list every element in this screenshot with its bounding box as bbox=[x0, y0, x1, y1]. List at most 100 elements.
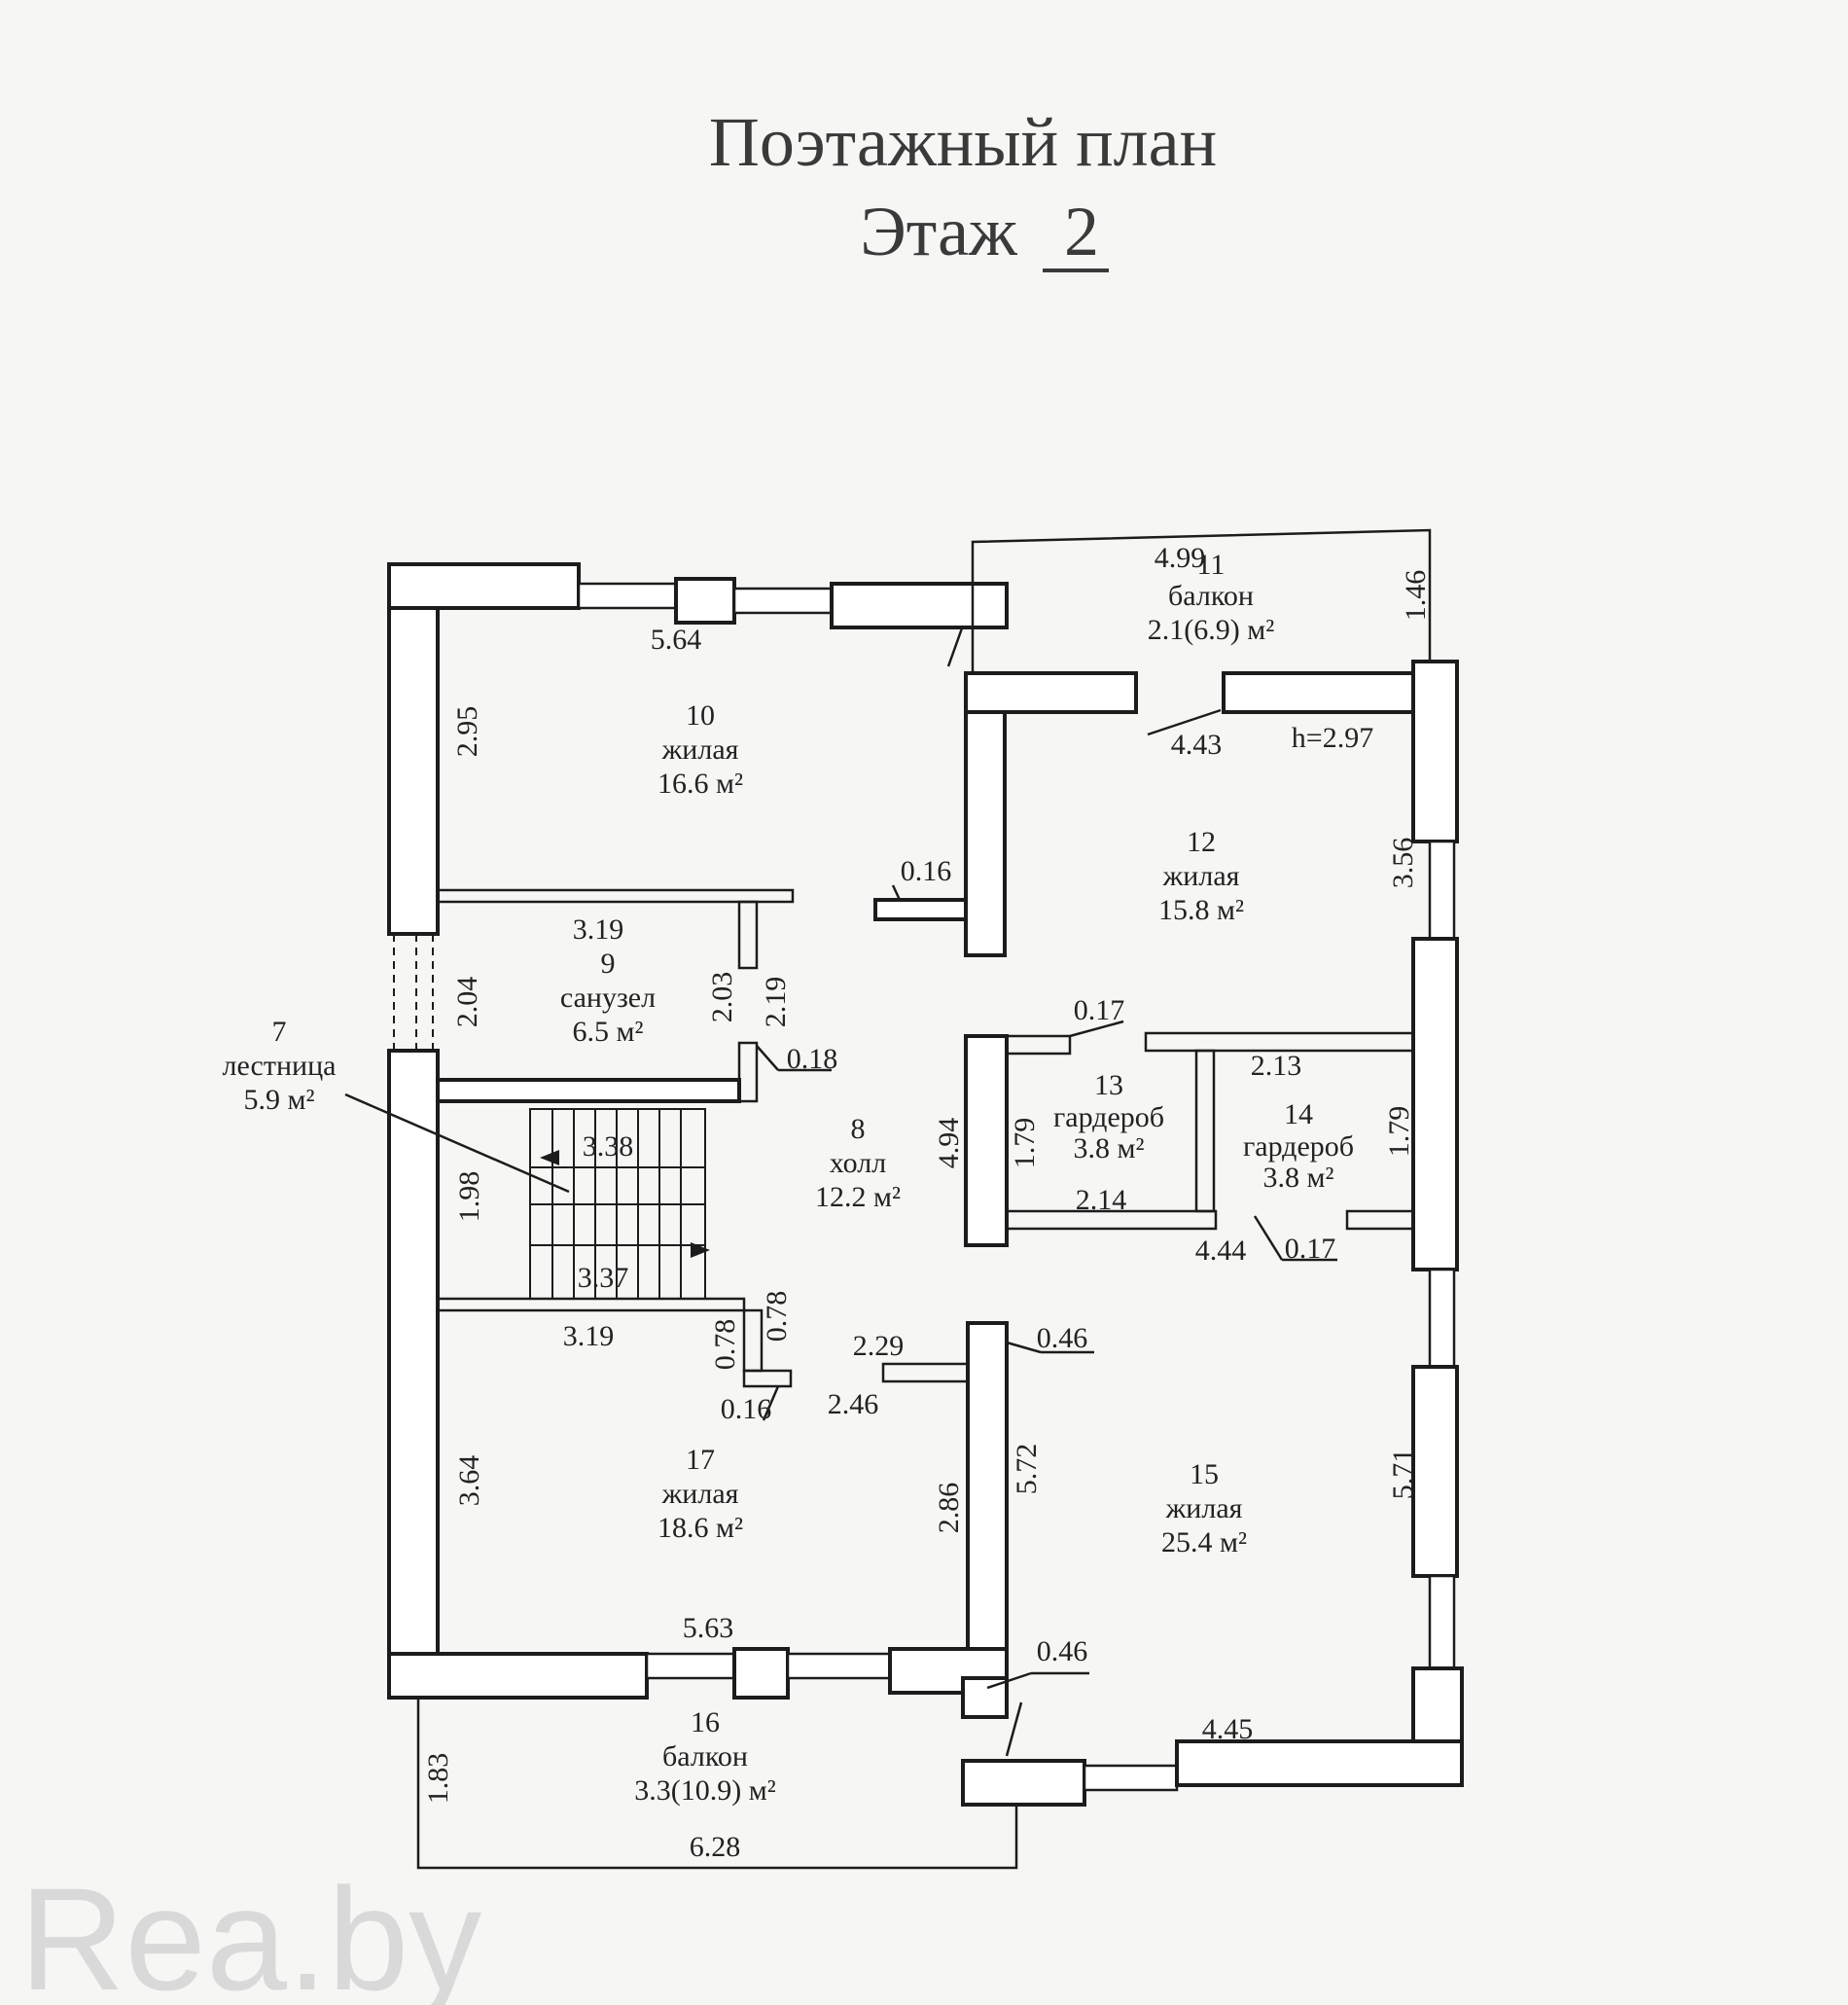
wall-9-stub bbox=[737, 900, 759, 970]
floor-label: Этаж bbox=[860, 193, 1018, 270]
watermark-logo: Rea.by bbox=[19, 1857, 481, 2005]
dim-572: 5.72 bbox=[1011, 1444, 1043, 1495]
room-8-number: 8 bbox=[851, 1113, 866, 1145]
wall-bottom-right-2 bbox=[1175, 1739, 1464, 1787]
wall-bottom-right-1 bbox=[961, 1759, 1086, 1807]
balcony-16-outline bbox=[416, 1698, 1018, 1870]
room-17: 17 жилая 18.6 м² bbox=[657, 1444, 743, 1544]
wall-13-top-stub bbox=[1005, 1034, 1072, 1056]
room-12-type: жилая bbox=[1162, 860, 1240, 892]
wall-top-1 bbox=[387, 562, 581, 610]
wall-14-bottom-stub bbox=[1345, 1209, 1415, 1231]
room-9-number: 9 bbox=[601, 948, 616, 980]
room-12-number: 12 bbox=[1187, 826, 1216, 858]
wall-13-left bbox=[964, 1034, 1009, 1247]
wall-17-stub-foot bbox=[742, 1369, 793, 1388]
room-9-area: 6.5 м² bbox=[573, 1016, 644, 1048]
leader-lines bbox=[344, 625, 1337, 1757]
wall-bottom-pier bbox=[732, 1647, 790, 1700]
room-8-area: 12.2 м² bbox=[815, 1181, 901, 1213]
room-11-type: балкон bbox=[1168, 580, 1254, 612]
room-11: 11 балкон 2.1(6.9) м² bbox=[1148, 549, 1274, 646]
room-15: 15 жилая 25.4 м² bbox=[1161, 1458, 1247, 1558]
window-right-1 bbox=[1428, 840, 1456, 941]
room-17-type: жилая bbox=[661, 1478, 739, 1510]
room-16-number: 16 bbox=[691, 1706, 720, 1738]
dim-018: 0.18 bbox=[787, 1043, 838, 1075]
room-10-type: жилая bbox=[661, 734, 739, 766]
window-bottom-3 bbox=[1083, 1764, 1179, 1792]
room-7-area: 5.9 м² bbox=[244, 1084, 315, 1116]
room-7-number: 7 bbox=[272, 1016, 287, 1048]
wall-right-2 bbox=[1411, 937, 1459, 1271]
dim-286: 2.86 bbox=[933, 1483, 965, 1534]
room-9: 9 санузел 6.5 м² bbox=[560, 948, 656, 1048]
room-8-type: холл bbox=[830, 1147, 886, 1179]
window-top-1 bbox=[577, 582, 678, 610]
dim-246: 2.46 bbox=[828, 1388, 879, 1420]
wall-stair-bottom bbox=[436, 1297, 746, 1312]
room-8: 8 холл 12.2 м² bbox=[815, 1113, 901, 1213]
room-10-area: 16.6 м² bbox=[657, 768, 743, 800]
dim-319b: 3.19 bbox=[563, 1320, 615, 1352]
dim-319a: 3.19 bbox=[573, 913, 624, 946]
room-15-area: 25.4 м² bbox=[1161, 1526, 1247, 1558]
room-15-type: жилая bbox=[1165, 1492, 1243, 1524]
room-10: 10 жилая 16.6 м² bbox=[657, 699, 743, 800]
plan-title: Поэтажный план bbox=[709, 103, 1217, 181]
wall-bottom-1 bbox=[387, 1652, 649, 1700]
wall-17-15 bbox=[966, 1321, 1009, 1651]
room-13-number: 13 bbox=[1094, 1069, 1123, 1101]
dim-628: 6.28 bbox=[690, 1831, 741, 1863]
dim-563: 5.63 bbox=[683, 1612, 734, 1644]
wall-9-bottom bbox=[436, 1078, 741, 1103]
room-7: 7 лестница 5.9 м² bbox=[223, 1016, 337, 1116]
room-16-type: балкон bbox=[662, 1740, 748, 1772]
room-17-number: 17 bbox=[686, 1444, 715, 1476]
dim-364: 3.64 bbox=[453, 1455, 485, 1507]
window-bottom-1 bbox=[645, 1652, 736, 1680]
dim-179a: 1.79 bbox=[1009, 1118, 1041, 1169]
walls bbox=[387, 562, 1464, 1807]
dim-564: 5.64 bbox=[651, 624, 702, 656]
floor-number: 2 bbox=[1064, 193, 1099, 270]
dim-571: 5.71 bbox=[1387, 1449, 1419, 1500]
wall-stub-229 bbox=[881, 1362, 970, 1383]
dim-046b: 0.46 bbox=[1037, 1635, 1088, 1667]
dim-443: 4.43 bbox=[1171, 729, 1223, 761]
dim-356: 3.56 bbox=[1387, 838, 1419, 889]
dim-203: 2.03 bbox=[706, 972, 738, 1023]
room-16-area: 3.3(10.9) м² bbox=[634, 1774, 775, 1807]
dim-046a: 0.46 bbox=[1037, 1322, 1088, 1354]
room-13-type: гардероб bbox=[1053, 1101, 1164, 1133]
dim-444: 4.44 bbox=[1195, 1235, 1247, 1267]
wall-right-1 bbox=[1411, 660, 1459, 843]
wall-13-14-divider bbox=[1194, 1049, 1216, 1213]
dim-445: 4.45 bbox=[1202, 1713, 1254, 1745]
room-13: 13 гардероб 3.8 м² bbox=[1053, 1069, 1164, 1164]
room-11-area: 2.1(6.9) м² bbox=[1148, 614, 1274, 646]
dim-078b: 0.78 bbox=[709, 1319, 741, 1371]
wall-right-3 bbox=[1411, 1365, 1459, 1578]
room-7-type: лестница bbox=[223, 1050, 337, 1082]
window-top-2 bbox=[732, 587, 834, 615]
dim-494: 4.94 bbox=[933, 1118, 965, 1169]
wall-13-bottom bbox=[1005, 1209, 1218, 1231]
dim-179b: 1.79 bbox=[1383, 1106, 1415, 1158]
room-16: 16 балкон 3.3(10.9) м² bbox=[634, 1706, 775, 1807]
wall-top-pier bbox=[674, 577, 736, 625]
wall-left-upper bbox=[387, 562, 440, 936]
wall-9-right bbox=[737, 1041, 759, 1103]
dim-229: 2.29 bbox=[853, 1330, 905, 1362]
dim-219: 2.19 bbox=[760, 977, 792, 1028]
dim-017b: 0.17 bbox=[1285, 1233, 1336, 1265]
wall-17-stub bbox=[742, 1308, 764, 1373]
wall-9-top bbox=[436, 888, 795, 904]
dim-337: 3.37 bbox=[578, 1262, 629, 1294]
dim-214: 2.14 bbox=[1076, 1184, 1127, 1216]
wall-12-top-left bbox=[964, 671, 1138, 714]
dim-295: 2.95 bbox=[451, 706, 483, 758]
room-12-area: 15.8 м² bbox=[1158, 894, 1244, 926]
dim-016b: 0.16 bbox=[721, 1393, 772, 1425]
